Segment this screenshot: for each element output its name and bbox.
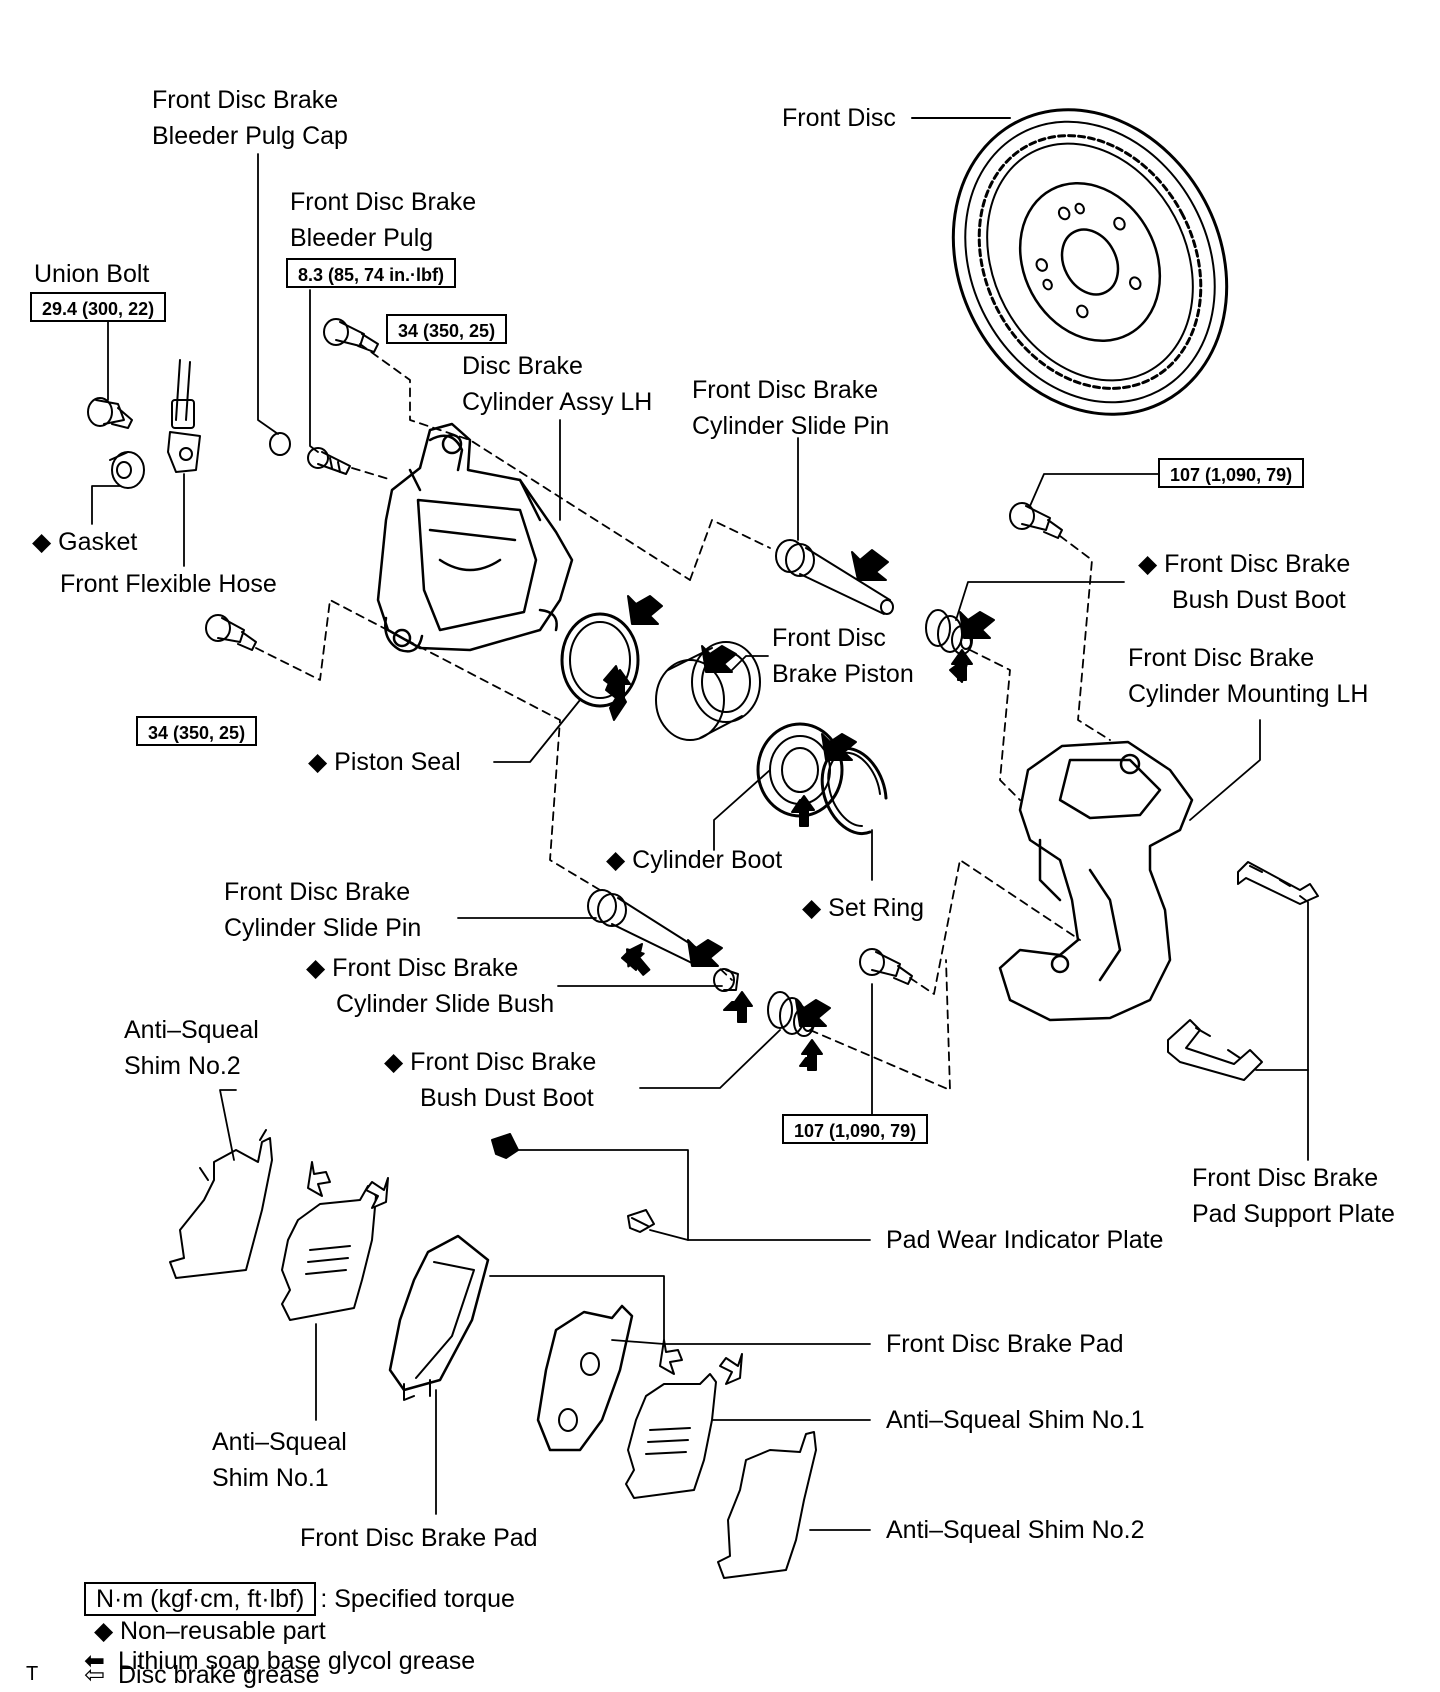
label-union-bolt: Union Bolt — [34, 260, 150, 288]
filled-arrow-icon: ⬅ — [84, 1647, 105, 1675]
mount-bolt-bottom — [859, 948, 913, 985]
label-slide-pin-top-2: Cylinder Slide Pin — [692, 412, 890, 440]
legend-nonreusable: ◆Non–reusable part — [94, 1616, 326, 1646]
anti-squeal-shim-1-left — [281, 1185, 377, 1321]
label-set-ring: ◆ Set Ring — [802, 894, 925, 922]
legend-torque-desc: : Specified torque — [320, 1585, 515, 1613]
piston-seal — [560, 612, 640, 708]
front-disc-brake-pad-right — [536, 1304, 634, 1452]
legend-disc-grease: ⇦ Disc brake grease — [84, 1660, 319, 1690]
slide-pin-top — [775, 539, 894, 615]
outline-arrow-icon: ⇦ — [84, 1661, 105, 1689]
label-shim1-right: Anti–Squeal Shim No.1 — [886, 1406, 1145, 1434]
label-bleeder-plug-1: Front Disc Brake — [290, 188, 477, 216]
label-gasket: ◆ Gasket — [32, 528, 138, 556]
label-shim2-right: Anti–Squeal Shim No.2 — [886, 1516, 1145, 1544]
label-shim2-left-1: Anti–Squeal — [124, 1016, 259, 1044]
label-slide-pin-top-1: Front Disc Brake — [692, 376, 879, 404]
torque-mount-bolt-top: 107 (1,090, 79) — [1158, 458, 1305, 488]
mount-bolt-top — [1009, 502, 1063, 539]
label-slide-pin-bottom-2: Cylinder Slide Pin — [224, 914, 422, 942]
label-bleeder-plug-2: Bleeder Pulg — [290, 224, 434, 252]
torque-bleeder-plug: 8.3 (85, 74 in.·lbf) — [286, 258, 457, 288]
pad-support-plate-lower — [1167, 1019, 1263, 1081]
label-bleeder-cap-2: Bleeder Pulg Cap — [152, 122, 348, 150]
label-bush-dust-boot-top-2: Bush Dust Boot — [1172, 586, 1346, 614]
label-bleeder-cap-1: Front Disc Brake — [152, 86, 339, 114]
label-flexible-hose: Front Flexible Hose — [60, 570, 277, 598]
gasket — [109, 451, 145, 489]
front-disc — [911, 108, 1229, 416]
label-shim1-left-2: Shim No.1 — [212, 1464, 329, 1492]
legend-torque-box: N·m (kgf·cm, ft·lbf) — [84, 1582, 317, 1616]
label-pad-support-plate-2: Pad Support Plate — [1192, 1200, 1395, 1228]
label-brake-pad-bottom: Front Disc Brake Pad — [300, 1524, 538, 1552]
label-slide-bush-1: ◆ Front Disc Brake — [306, 954, 519, 982]
alignment-lines — [255, 343, 1111, 1091]
label-cylinder-assy-2: Cylinder Assy LH — [462, 388, 653, 416]
front-flexible-hose — [167, 359, 201, 473]
anti-squeal-shim-2-left — [169, 1129, 273, 1279]
label-pad-support-plate-1: Front Disc Brake — [1192, 1164, 1379, 1192]
legend-torque: N·m (kgf·cm, ft·lbf): Specified torque — [84, 1582, 515, 1616]
label-slide-bush-2: Cylinder Slide Bush — [336, 990, 555, 1018]
torque-bolt-left: 34 (350, 25) — [136, 716, 258, 746]
page-mark: T — [26, 1663, 39, 1685]
label-cylinder-boot: ◆ Cylinder Boot — [606, 846, 783, 874]
slide-pin-bottom — [587, 889, 704, 965]
label-piston-seal: ◆ Piston Seal — [308, 748, 461, 776]
bolt-left — [205, 614, 257, 651]
pad-wear-indicator-plate — [491, 1133, 655, 1233]
label-cylinder-mounting-2: Cylinder Mounting LH — [1128, 680, 1369, 708]
label-shim2-left-2: Shim No.2 — [124, 1052, 241, 1080]
label-cylinder-assy-1: Disc Brake — [462, 352, 583, 380]
label-bush-dust-boot-bottom-2: Bush Dust Boot — [420, 1084, 594, 1112]
anti-squeal-shim-2-right — [717, 1431, 817, 1579]
grease-upward-arrows — [609, 649, 973, 1071]
label-bush-dust-boot-bottom-1: ◆ Front Disc Brake — [384, 1048, 597, 1076]
front-disc-brake-pad-left — [388, 1234, 490, 1401]
label-cylinder-mounting-1: Front Disc Brake — [1128, 644, 1315, 672]
torque-union-bolt: 29.4 (300, 22) — [30, 292, 167, 322]
disc-grease-arrows — [307, 1161, 743, 1385]
label-brake-pad-right: Front Disc Brake Pad — [886, 1330, 1124, 1358]
legend-lithium: ⬅ Lithium soap base glycol grease — [84, 1646, 475, 1676]
label-bush-dust-boot-top-1: ◆ Front Disc Brake — [1138, 550, 1351, 578]
label-slide-pin-bottom-1: Front Disc Brake — [224, 878, 411, 906]
legend-disc-text: Disc brake grease — [118, 1661, 320, 1689]
torque-bolt-top: 34 (350, 25) — [386, 314, 508, 344]
cylinder-mounting-lh — [998, 740, 1194, 1022]
slide-bush — [713, 968, 739, 992]
brake-piston — [655, 641, 761, 741]
label-pad-wear-indicator: Pad Wear Indicator Plate — [886, 1226, 1164, 1254]
label-brake-piston-2: Brake Piston — [772, 660, 914, 688]
pad-support-plate-upper — [1237, 861, 1319, 905]
anti-squeal-shim-1-right — [625, 1373, 717, 1499]
label-brake-piston-1: Front Disc — [772, 624, 886, 652]
bleeder-plug-cap — [269, 432, 291, 456]
set-ring — [820, 746, 888, 836]
diamond-icon: ◆ — [94, 1617, 114, 1645]
label-front-disc: Front Disc — [782, 104, 896, 132]
torque-mount-bolt-bottom: 107 (1,090, 79) — [782, 1114, 929, 1144]
leader-lines — [91, 153, 1309, 1531]
bolt-top — [323, 318, 379, 353]
legend-nonreusable-text: Non–reusable part — [120, 1617, 326, 1645]
label-shim1-left-1: Anti–Squeal — [212, 1428, 347, 1456]
bleeder-plug — [307, 447, 351, 475]
legend-lithium-text: Lithium soap base glycol grease — [118, 1647, 476, 1675]
disc-brake-cylinder-assy — [376, 422, 574, 653]
union-bolt — [87, 397, 133, 429]
